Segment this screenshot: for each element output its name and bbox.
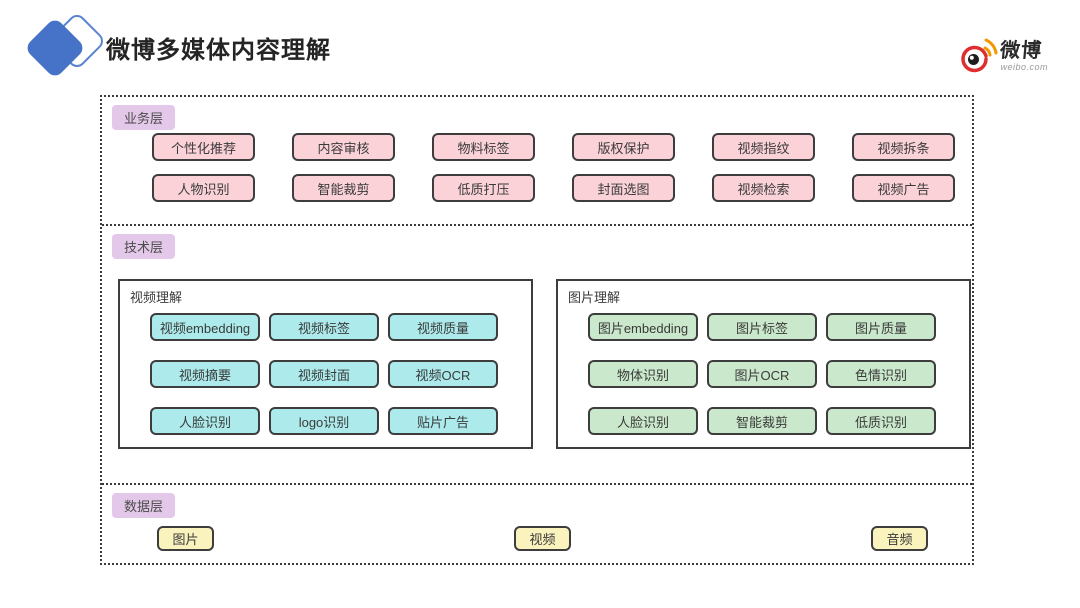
weibo-wordmark: 微博 weibo.com [999, 39, 1048, 72]
tech-layer-tag: 技术层 [112, 234, 176, 259]
image-box-quality: 图片质量 [826, 313, 936, 341]
image-box-porn-recognition: 色情识别 [826, 360, 936, 388]
business-row: 人物识别 智能裁剪 低质打压 封面选图 视频检索 视频广告 [152, 174, 955, 202]
business-box-low-quality-suppression: 低质打压 [432, 174, 535, 202]
business-box-video-ads: 视频广告 [852, 174, 955, 202]
video-row: 人脸识别 logo识别 贴片广告 [150, 407, 498, 435]
business-box-copyright-protection: 版权保护 [572, 133, 675, 161]
video-box-quality: 视频质量 [388, 313, 498, 341]
data-row: 图片 视频 音频 [157, 526, 928, 551]
image-understanding-title: 图片理解 [568, 290, 621, 305]
section-tech-layer: 技术层 视频理解 视频embedding 视频标签 视频质量 视频摘要 视频封面… [102, 224, 972, 483]
image-box-tag: 图片标签 [707, 313, 817, 341]
video-box-summary: 视频摘要 [150, 360, 260, 388]
business-box-material-tag: 物料标签 [432, 133, 535, 161]
video-row: 视频embedding 视频标签 视频质量 [150, 313, 498, 341]
business-row: 个性化推荐 内容审核 物料标签 版权保护 视频指纹 视频拆条 [152, 133, 955, 161]
video-box-cover: 视频封面 [269, 360, 379, 388]
image-box-smart-crop: 智能裁剪 [707, 407, 817, 435]
business-box-personalized-recommendation: 个性化推荐 [152, 133, 255, 161]
business-box-video-fingerprint: 视频指纹 [712, 133, 815, 161]
image-box-face-recognition: 人脸识别 [588, 407, 698, 435]
business-box-person-recognition: 人物识别 [152, 174, 255, 202]
data-layer-tag: 数据层 [112, 493, 176, 518]
business-box-cover-selection: 封面选图 [572, 174, 675, 202]
video-box-face-recognition: 人脸识别 [150, 407, 260, 435]
video-box-logo-recognition: logo识别 [269, 407, 379, 435]
business-box-video-retrieval: 视频检索 [712, 174, 815, 202]
image-box-low-quality-recognition: 低质识别 [826, 407, 936, 435]
video-row: 视频摘要 视频封面 视频OCR [150, 360, 498, 388]
business-box-video-splitting: 视频拆条 [852, 133, 955, 161]
section-business-layer: 业务层 个性化推荐 内容审核 物料标签 版权保护 视频指纹 视频拆条 人物识别 … [102, 97, 972, 224]
video-box-ocr: 视频OCR [388, 360, 498, 388]
image-row: 人脸识别 智能裁剪 低质识别 [588, 407, 936, 435]
video-box-tag: 视频标签 [269, 313, 379, 341]
data-box-video: 视频 [514, 526, 571, 551]
slide-diamond-logo [23, 11, 107, 84]
weibo-logo: 微博 weibo.com [954, 34, 1048, 78]
video-understanding-group: 视频理解 视频embedding 视频标签 视频质量 视频摘要 视频封面 视频O… [118, 279, 533, 449]
business-box-smart-crop: 智能裁剪 [292, 174, 395, 202]
image-row: 图片embedding 图片标签 图片质量 [588, 313, 936, 341]
image-row: 物体识别 图片OCR 色情识别 [588, 360, 936, 388]
image-box-object-recognition: 物体识别 [588, 360, 698, 388]
video-understanding-title: 视频理解 [130, 290, 183, 305]
page-title: 微博多媒体内容理解 [106, 37, 331, 64]
image-understanding-group: 图片理解 图片embedding 图片标签 图片质量 物体识别 图片OCR 色情… [556, 279, 971, 449]
weibo-brand-domain: weibo.com [1000, 61, 1048, 72]
weibo-eye-icon [961, 38, 998, 73]
business-layer-tag: 业务层 [112, 105, 176, 130]
video-box-patch-ads: 贴片广告 [388, 407, 498, 435]
business-box-content-review: 内容审核 [292, 133, 395, 161]
data-box-audio: 音频 [871, 526, 928, 551]
data-box-image: 图片 [157, 526, 214, 551]
image-box-embedding: 图片embedding [588, 313, 698, 341]
section-data-layer: 数据层 图片 视频 音频 [102, 483, 972, 559]
image-box-ocr: 图片OCR [707, 360, 817, 388]
video-box-embedding: 视频embedding [150, 313, 260, 341]
weibo-brand-name: 微博 [999, 39, 1044, 62]
architecture-frame: 业务层 个性化推荐 内容审核 物料标签 版权保护 视频指纹 视频拆条 人物识别 … [100, 95, 974, 565]
